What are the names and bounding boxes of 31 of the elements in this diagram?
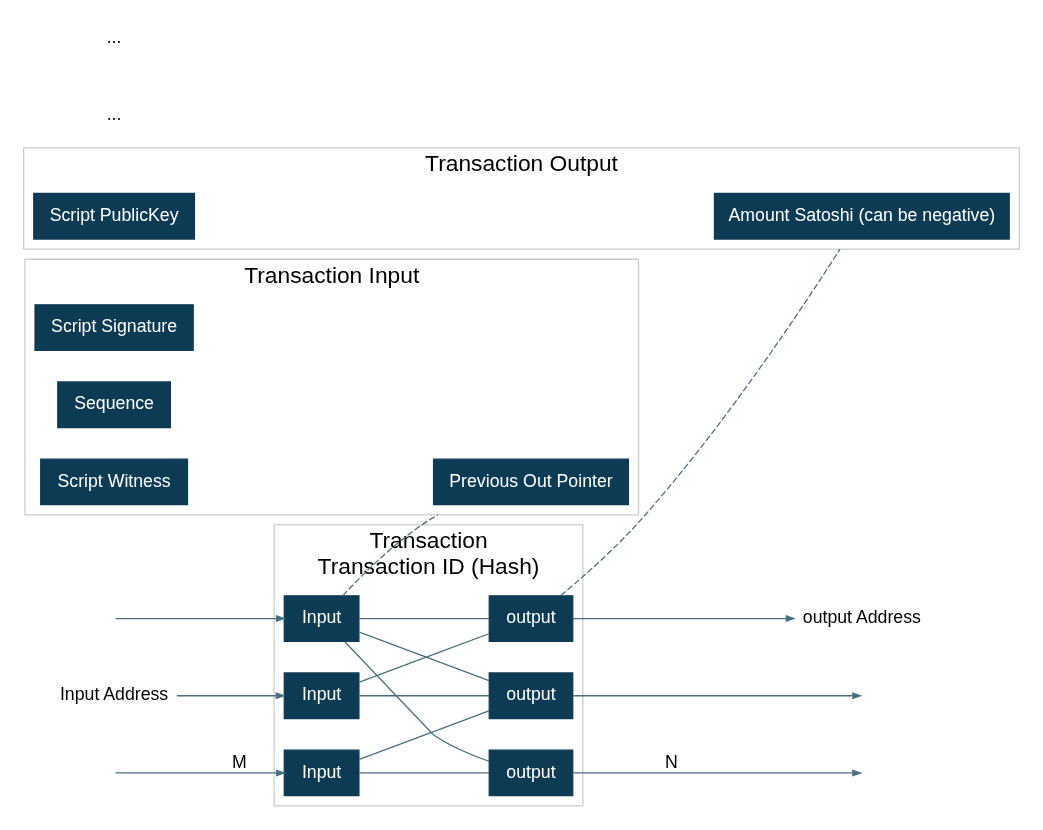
node-box: output [488, 594, 574, 642]
node-text: Input Address [59, 683, 169, 704]
label: ... [106, 26, 122, 47]
connector [358, 617, 490, 619]
arrow [114, 768, 287, 776]
arrow [572, 768, 863, 776]
connector [344, 640, 490, 762]
arrow [572, 691, 863, 699]
node-box: Input [283, 749, 360, 796]
connector [560, 248, 841, 596]
node-box: Sequence [57, 380, 172, 428]
arrow [176, 691, 286, 699]
node-box: output [488, 671, 574, 719]
node-box: Script Witness [40, 458, 189, 505]
arrow [114, 614, 287, 622]
connector [358, 709, 490, 760]
node-box: Input [283, 671, 360, 719]
node-box: Previous Out Pointer [432, 458, 630, 505]
connector [358, 771, 490, 774]
connector [342, 513, 439, 596]
node-box: Script PublicKey [33, 192, 196, 240]
node-box: Amount Satoshi (can be negative) [713, 192, 1010, 240]
node-box: output [488, 749, 574, 796]
node-box: Script Signature [34, 303, 194, 351]
edge-label: M [231, 751, 247, 772]
node-box: Input [283, 594, 360, 642]
label: ... [106, 103, 122, 124]
arrow [572, 614, 796, 622]
node-text: output Address [802, 606, 921, 627]
connector [358, 694, 490, 696]
edge-label: N [665, 751, 678, 772]
